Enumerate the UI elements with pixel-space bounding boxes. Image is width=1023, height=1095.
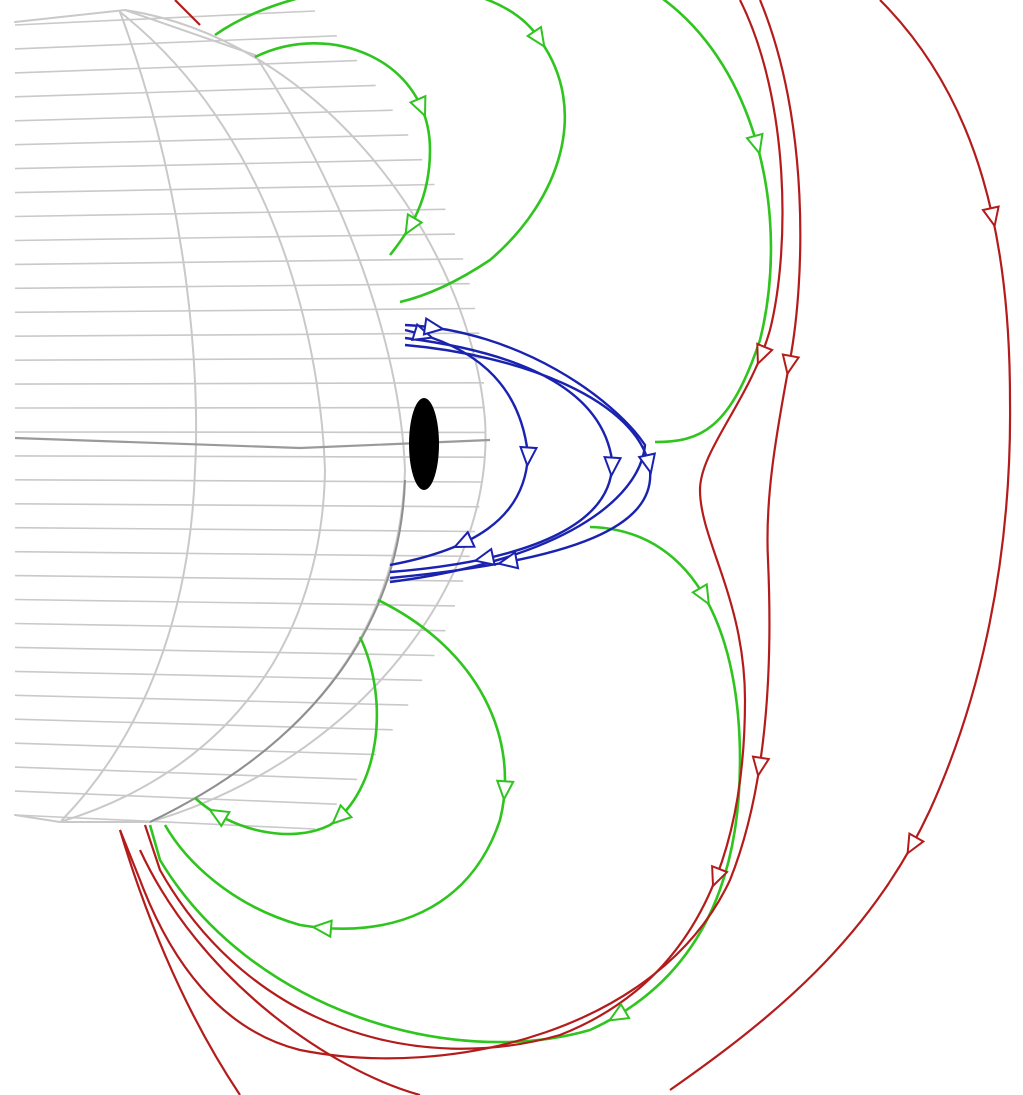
- mesh-latitude-line: [14, 134, 409, 146]
- mesh-latitude-line: [14, 35, 337, 50]
- mesh-latitude-line: [14, 208, 446, 218]
- green-loop-top-large: [214, 0, 567, 304]
- mesh-top-edge: [14, 8, 256, 56]
- mesh-latitude-line: [14, 233, 456, 242]
- green-loop-bottom-large: [163, 598, 507, 930]
- mesh-latitude-line: [14, 282, 470, 290]
- mesh-latitude-line: [14, 790, 337, 805]
- red-line-bottom-sweep: [139, 849, 421, 1095]
- core-body: [409, 398, 439, 490]
- mesh-latitude-line: [14, 84, 376, 98]
- triangle-arrowhead-icon: [310, 919, 333, 939]
- mesh-lower-rim: [149, 479, 406, 823]
- triangle-arrowhead-icon: [496, 550, 520, 570]
- mesh-latitude-line: [14, 258, 464, 266]
- mesh-latitude-line: [14, 718, 393, 731]
- triangle-arrowhead-icon: [330, 803, 354, 826]
- triangle-arrowhead-icon: [906, 832, 926, 856]
- triangle-arrowhead-icon: [525, 25, 546, 49]
- red-line-outer: [669, 0, 1012, 1091]
- mesh-latitude-line: [14, 479, 483, 483]
- mesh-latitude-line: [14, 158, 423, 170]
- triangle-arrowhead-icon: [607, 1002, 631, 1022]
- red-line-inner: [143, 0, 784, 1050]
- triangle-arrowhead-icon: [519, 445, 539, 468]
- triangle-arrowhead-icon: [207, 808, 232, 828]
- mesh-latitude-line: [14, 59, 358, 74]
- mesh-latitude-line: [14, 694, 409, 706]
- mesh-latitude-line: [14, 526, 476, 533]
- triangle-arrowhead-icon: [408, 94, 427, 119]
- triangle-arrowhead-icon: [691, 582, 711, 607]
- green-loop-outer-bottom: [148, 525, 742, 1044]
- triangle-arrowhead-icon: [781, 353, 801, 377]
- triangle-arrowhead-icon: [711, 864, 729, 889]
- mesh-latitude-line: [14, 766, 358, 781]
- mesh-outer-limb: [59, 9, 487, 823]
- triangle-arrowhead-icon: [745, 132, 764, 156]
- mesh-inner-limb-1: [59, 11, 327, 823]
- green-field-lines: [148, 0, 773, 1044]
- blue-loop-4: [389, 323, 647, 584]
- arrowheads: [207, 25, 1000, 1022]
- triangle-arrowhead-icon: [452, 530, 476, 548]
- triangle-arrowhead-icon: [751, 755, 771, 779]
- mesh-latitude-line: [14, 574, 464, 582]
- mesh-latitude-line: [14, 550, 470, 558]
- triangle-arrowhead-icon: [472, 547, 496, 567]
- green-loop-outer-top: [654, 0, 773, 444]
- mesh-latitude-line: [14, 307, 476, 314]
- mesh-inner-limb-2: [149, 54, 407, 823]
- mesh-latitude-line: [14, 622, 446, 632]
- mesh-latitude-line: [14, 10, 316, 26]
- mesh-latitude-line: [14, 742, 376, 756]
- mesh-latitude-line: [14, 183, 435, 194]
- red-line-lower-left: [118, 829, 241, 1095]
- triangle-arrowhead-icon: [637, 452, 657, 476]
- triangle-arrowhead-icon: [756, 342, 774, 366]
- triangle-arrowhead-icon: [495, 779, 515, 802]
- red-line-top-left: [174, 0, 201, 26]
- mesh-latitude-line: [14, 109, 393, 122]
- mesh-latitude-line: [14, 814, 316, 830]
- mesh-latitude-line: [14, 357, 483, 361]
- triangle-arrowhead-icon: [603, 456, 623, 479]
- triangle-arrowhead-icon: [422, 316, 446, 336]
- mesh-latitude-line: [14, 598, 456, 607]
- mesh-latitude-line: [14, 382, 485, 385]
- mesh-bottom-edge: [14, 814, 61, 823]
- mesh-latitude-line: [14, 646, 435, 657]
- surface-mesh: [14, 8, 487, 823]
- green-loop-bottom-small: [194, 636, 379, 836]
- triangle-arrowhead-icon: [981, 205, 1000, 229]
- mesh-inner-limb-3: [61, 11, 198, 821]
- mesh-latitude-line: [14, 332, 480, 337]
- triangle-arrowhead-icon: [404, 212, 424, 237]
- mesh-latitude-line: [14, 503, 480, 508]
- mesh-latitude-line: [14, 670, 423, 682]
